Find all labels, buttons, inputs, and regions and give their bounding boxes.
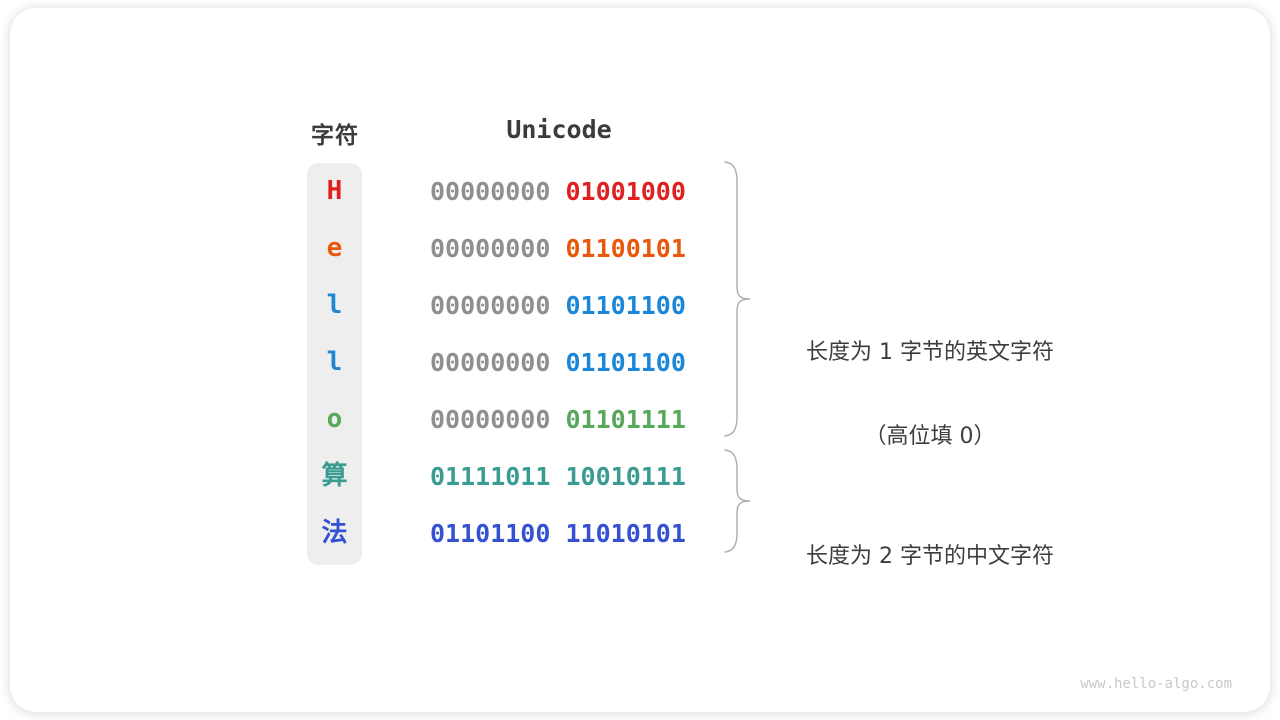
byte-high: 00000000 <box>430 404 551 434</box>
site-watermark: www.hello-algo.com <box>1080 676 1232 692</box>
table-row: o 00000000 01101111 <box>0 391 1280 447</box>
brace-chinese-group <box>724 449 751 553</box>
char-column-background <box>307 163 362 565</box>
byte-low: 10010111 <box>565 461 686 491</box>
byte-low: 01100101 <box>565 233 686 263</box>
byte-high: 00000000 <box>430 176 551 206</box>
annotation-english-chars: 长度为 1 字节的英文字符 （高位填 0） <box>755 283 1105 479</box>
byte-high: 00000000 <box>430 347 551 377</box>
byte-high: 01111011 <box>430 461 551 491</box>
byte-low: 01101111 <box>565 404 686 434</box>
table-row: 算 01111011 10010111 <box>0 448 1280 504</box>
unicode-binary: 00000000 01101100 <box>430 293 686 318</box>
unicode-binary: 00000000 01101100 <box>430 350 686 375</box>
annotation-line: 长度为 1 字节的英文字符 <box>806 340 1054 365</box>
character-glyph: o <box>326 404 343 434</box>
character-glyph: l <box>326 290 343 320</box>
table-row: 法 01101100 11010101 <box>0 505 1280 561</box>
unicode-binary: 00000000 01101111 <box>430 407 686 432</box>
table-row: l 00000000 01101100 <box>0 334 1280 390</box>
character-glyph: l <box>326 347 343 377</box>
annotation-line: （高位填 0） <box>864 424 996 449</box>
diagram-card <box>10 8 1270 712</box>
byte-low: 01101100 <box>565 347 686 377</box>
byte-high: 00000000 <box>430 233 551 263</box>
table-row: e 00000000 01100101 <box>0 220 1280 276</box>
annotation-line: 长度为 2 字节的中文字符 <box>806 544 1054 569</box>
column-header-char: 字符 <box>311 123 359 149</box>
byte-high: 01101100 <box>430 518 551 548</box>
unicode-binary: 01101100 11010101 <box>430 521 686 546</box>
byte-high: 00000000 <box>430 290 551 320</box>
byte-low: 01101100 <box>565 290 686 320</box>
table-row: H 00000000 01001000 <box>0 163 1280 219</box>
brace-english-group <box>724 161 751 437</box>
character-glyph: 算 <box>321 461 348 491</box>
byte-low: 11010101 <box>565 518 686 548</box>
character-glyph: H <box>326 176 343 206</box>
character-glyph: 法 <box>321 518 348 548</box>
unicode-binary: 00000000 01100101 <box>430 236 686 261</box>
character-glyph: e <box>326 233 343 263</box>
column-header-unicode: Unicode <box>506 115 612 144</box>
table-row: l 00000000 01101100 <box>0 277 1280 333</box>
byte-low: 01001000 <box>565 176 686 206</box>
unicode-binary: 01111011 10010111 <box>430 464 686 489</box>
annotation-chinese-chars: 长度为 2 字节的中文字符 <box>755 487 1105 599</box>
unicode-binary: 00000000 01001000 <box>430 179 686 204</box>
